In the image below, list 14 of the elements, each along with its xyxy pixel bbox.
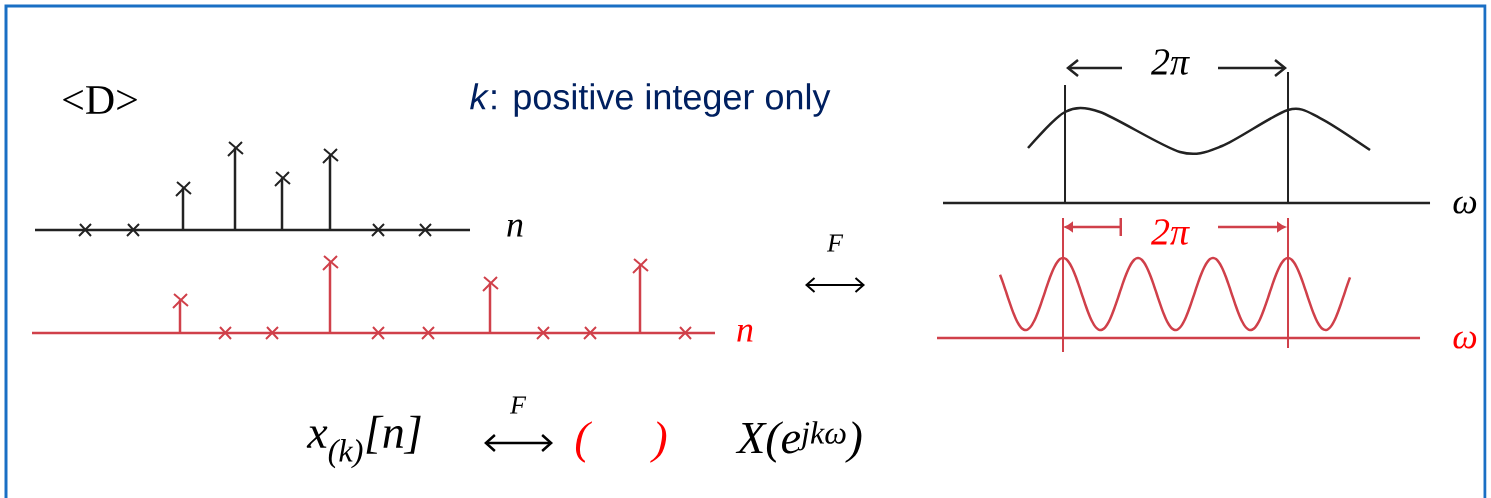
formula-text: x$_{(k)}$[n]: [306, 415, 421, 469]
parenthesis: (: [575, 421, 592, 463]
axis-label: n: [507, 219, 523, 237]
note-text: k: positive integer only: [470, 83, 831, 117]
dimension-label: 2π: [1151, 49, 1190, 75]
axis-label: ω: [1453, 196, 1477, 214]
axis-label: n: [737, 324, 753, 342]
parenthesis: ): [650, 421, 667, 463]
axis-label: ω: [1453, 331, 1477, 349]
transform-label: F: [509, 396, 527, 414]
transform-label: F: [826, 234, 844, 252]
panel-label: <D>: [63, 86, 137, 114]
formula-text: X(e$^{jkω}$): [735, 421, 862, 463]
dimension-label: 2π: [1151, 219, 1190, 245]
